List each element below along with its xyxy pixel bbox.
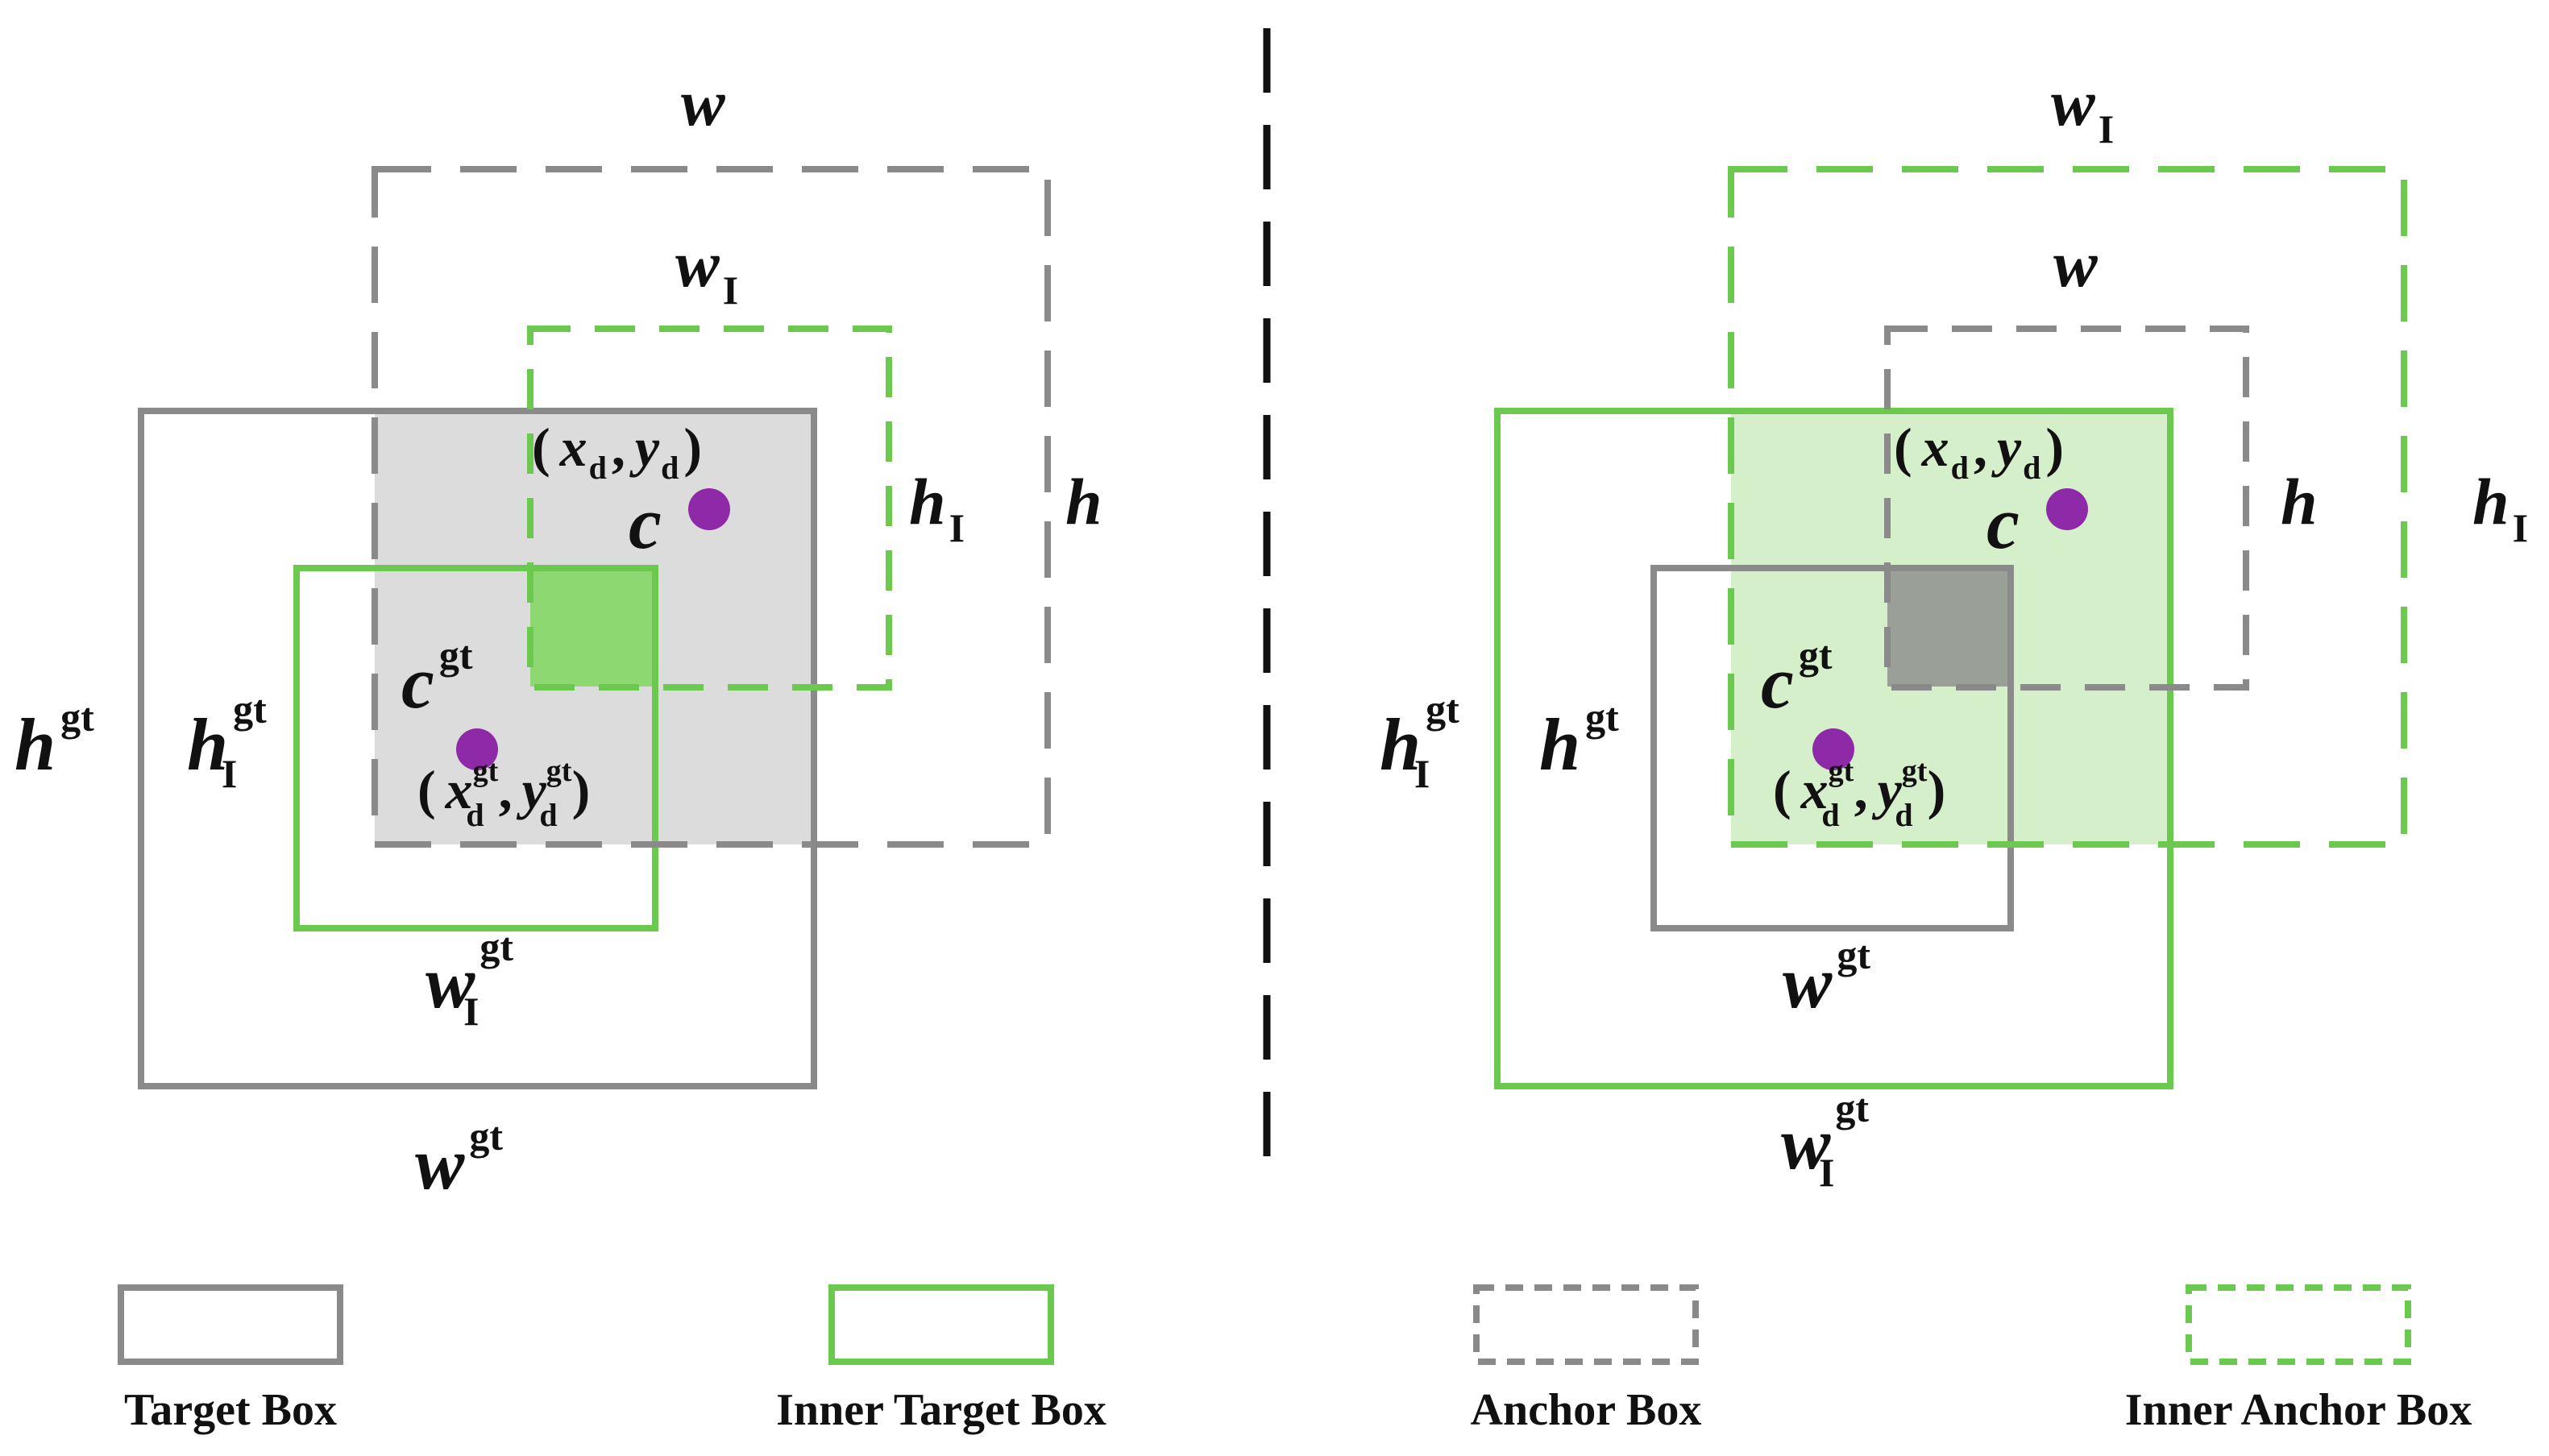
legend-label-inner-target-box: Inner Target Box [776, 1385, 1106, 1435]
right-inner-overlap-fill [1887, 568, 2011, 687]
label-h-inner-right: hI [2472, 465, 2528, 550]
legend: Target Box Inner Target Box Anchor Box I… [118, 1284, 2472, 1435]
legend-item-inner-anchor-box: Inner Anchor Box [2125, 1284, 2472, 1435]
label-w: w [681, 66, 725, 139]
inner-anchor-box-large [1728, 166, 2407, 848]
legend-swatch-target-box [118, 1284, 343, 1365]
target-center-dot [456, 728, 498, 770]
legend-item-anchor-box: Anchor Box [1471, 1284, 1702, 1435]
legend-swatch-inner-anchor-box [2186, 1284, 2411, 1365]
inner-target-box [293, 565, 658, 931]
legend-item-inner-target-box: Inner Target Box [776, 1284, 1106, 1435]
label-w-inner: wI [675, 227, 738, 313]
left-inner-overlap-fill [530, 568, 655, 687]
target-box [138, 408, 817, 1089]
anchor-box-small [1884, 326, 2249, 691]
label-h-inner: hI [909, 465, 965, 550]
legend-swatch-inner-target-box [828, 1284, 1054, 1365]
label-h-right: h [2281, 465, 2318, 538]
inner-anchor-box [527, 326, 892, 691]
legend-label-target-box: Target Box [124, 1385, 337, 1435]
label-w-inner-right: wI [2051, 66, 2114, 151]
label-anchor-center-coords-right: (xd,yd) [1894, 417, 2064, 486]
anchor-center-dot-right [2046, 488, 2088, 530]
anchor-center-dot [688, 488, 730, 530]
label-anchor-center-coords: (xd,yd) [532, 417, 702, 486]
inner-target-box-large [1494, 408, 2173, 1089]
label-c: c [629, 482, 662, 564]
target-box-small [1650, 565, 2014, 931]
legend-label-anchor-box: Anchor Box [1471, 1385, 1702, 1435]
legend-label-inner-anchor-box: Inner Anchor Box [2125, 1385, 2472, 1435]
label-c-right: c [1986, 482, 2020, 564]
legend-item-target-box: Target Box [118, 1284, 343, 1435]
anchor-box [372, 166, 1051, 848]
legend-swatch-anchor-box [1473, 1284, 1699, 1365]
target-center-dot-right [1812, 728, 1854, 770]
label-w-right: w [2053, 227, 2098, 301]
label-h: h [1065, 465, 1102, 538]
